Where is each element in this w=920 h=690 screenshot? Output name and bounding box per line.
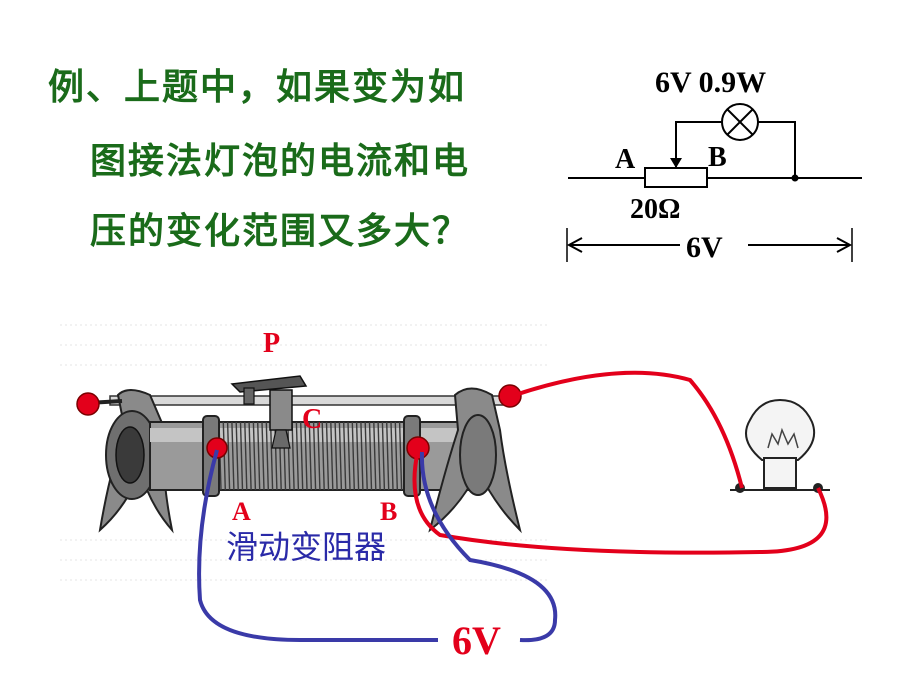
coil-winding: [257, 421, 261, 491]
schematic-slider-arrow: [670, 158, 682, 168]
coil-winding: [231, 421, 235, 491]
coil-winding: [381, 421, 386, 491]
coil-winding: [360, 421, 364, 491]
coil-winding: [343, 421, 347, 491]
coil-winding: [364, 421, 368, 491]
schematic-resistance-label: 20Ω: [630, 194, 680, 225]
question-line-1: 例、上题中，如果变为如: [48, 67, 467, 108]
coil-winding: [304, 421, 308, 491]
coil-winding: [351, 421, 355, 491]
coil-winding: [244, 421, 248, 491]
schematic-lamp-cross-b: [726, 108, 754, 136]
schematic-supply-label: 6V: [686, 231, 723, 264]
coil-winding: [390, 421, 394, 491]
coil-winding: [269, 421, 274, 491]
slider-clip-left: [243, 387, 255, 405]
coil-winding: [287, 421, 291, 491]
supply-arrowhead-right: [836, 237, 853, 253]
coil-winding: [338, 421, 343, 491]
lamp-rating-label: 6V 0.9W: [655, 66, 766, 99]
blue-wire-a-to-supply: [197, 449, 438, 642]
coil-winding: [377, 421, 381, 491]
coil-winding: [248, 421, 252, 491]
schematic-terminal-b: B: [708, 142, 727, 173]
coil-winding: [398, 421, 403, 491]
coil-winding: [321, 421, 325, 491]
left-end-hole: [115, 426, 145, 484]
slider-handle: [230, 375, 308, 393]
coil-winding: [252, 421, 257, 491]
slider-body: [269, 389, 293, 431]
schematic-lamp-return-wire: [758, 121, 796, 178]
supply-voltage-label: 6V: [452, 618, 501, 663]
coil-winding: [373, 421, 377, 491]
schematic-terminal-a: A: [615, 144, 636, 175]
coil-terminal-a: [206, 437, 228, 459]
coil-winding: [226, 421, 231, 491]
rod-terminal-right: [498, 384, 522, 408]
schematic-resistor: [644, 167, 708, 188]
rod-terminal-left: [76, 392, 100, 416]
question-line-3: 压的变化范围又多大？: [90, 211, 471, 252]
blue-wire-b-to-supply: [419, 451, 558, 643]
coil-winding: [330, 421, 334, 491]
background-texture: [60, 324, 550, 581]
coil-winding: [235, 421, 239, 491]
coil-winding: [368, 421, 373, 491]
coil-winding: [291, 421, 295, 491]
coil-winding: [317, 421, 321, 491]
slider-contact: [271, 429, 291, 449]
rheostat-caption: 滑动变阻器: [226, 528, 386, 566]
rheostat-illustration: P C A B 滑动变阻器 6V: [60, 324, 830, 663]
coil-winding: [325, 421, 330, 491]
coil-winding: [386, 421, 390, 491]
coil-winding: [222, 421, 226, 491]
coil-winding: [300, 421, 304, 491]
coil-winding: [334, 421, 338, 491]
coil-winding: [347, 421, 351, 491]
coil-winding: [394, 421, 398, 491]
right-end-cap: [459, 414, 497, 496]
lamp-icon: [730, 398, 830, 493]
coil-winding: [239, 421, 244, 491]
red-wire-slider-to-lamp: [514, 370, 744, 489]
coil-winding: [295, 421, 300, 491]
coil-winding: [355, 421, 360, 491]
slider-label-p: P: [263, 328, 280, 359]
circuit-schematic: 6V 0.9W A B 20Ω 6V: [566, 66, 862, 264]
supply-arrowhead-left: [566, 237, 583, 253]
coil-winding: [308, 421, 312, 491]
terminal-label-b: B: [380, 497, 397, 526]
coil-winding: [312, 421, 317, 491]
terminal-label-a: A: [232, 497, 251, 526]
red-wire-b-to-lamp: [412, 449, 829, 555]
question-line-2: 图接法灯泡的电流和电: [90, 141, 471, 182]
schematic-slider-wire: [675, 121, 722, 168]
coil-winding: [265, 421, 269, 491]
resistance-coil: [218, 421, 407, 491]
coil-winding: [261, 421, 265, 491]
contact-label-c: C: [302, 404, 322, 435]
